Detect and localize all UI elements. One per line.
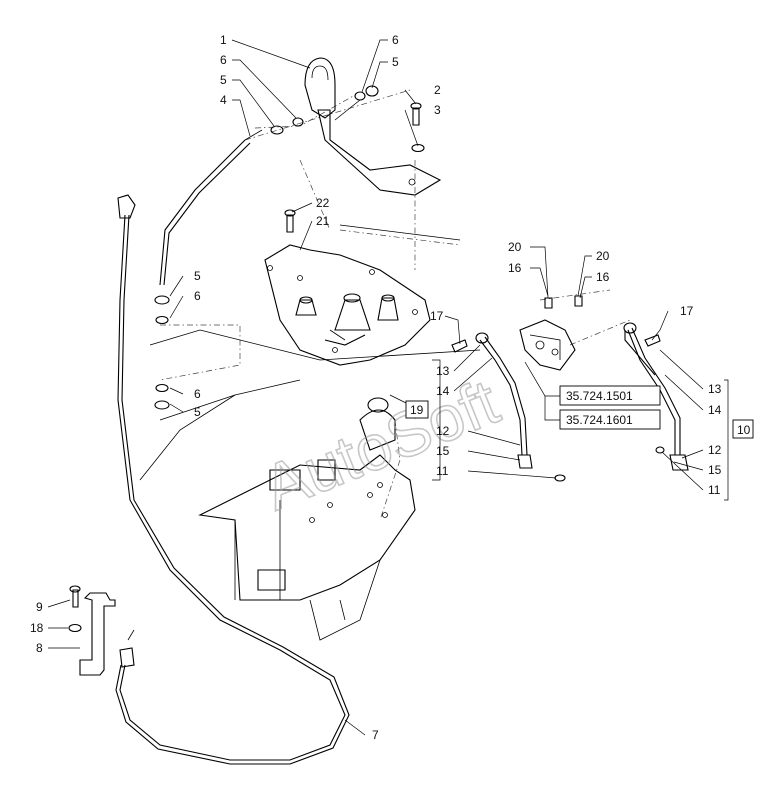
callout-14: 14 bbox=[708, 403, 722, 417]
callout-5: 5 bbox=[194, 269, 201, 283]
callout-15: 15 bbox=[436, 444, 450, 458]
control-rod bbox=[154, 129, 263, 410]
callout-6: 6 bbox=[392, 33, 399, 47]
cab-floor-outline bbox=[139, 224, 481, 481]
callout-15: 15 bbox=[708, 463, 722, 477]
callout-box-19: 19 bbox=[405, 400, 429, 419]
callout-13: 13 bbox=[708, 382, 722, 396]
callout-3: 3 bbox=[434, 103, 441, 117]
callout-16: 16 bbox=[508, 261, 522, 275]
callout-16: 16 bbox=[596, 270, 610, 284]
callout-21: 21 bbox=[316, 214, 330, 228]
callout-5: 5 bbox=[220, 73, 227, 87]
callout-11: 11 bbox=[436, 464, 449, 478]
callout-13: 13 bbox=[436, 364, 450, 378]
callout-4: 4 bbox=[220, 93, 227, 107]
watermark: AutoSoft bbox=[254, 365, 509, 524]
callout-6: 6 bbox=[220, 53, 227, 67]
throttle-cable bbox=[115, 194, 350, 765]
callout-9: 9 bbox=[36, 600, 43, 614]
callout-numbers: 1 6 5 6 5 4 2 3 22 21 5 6 6 5 20 16 20 1… bbox=[30, 33, 722, 742]
callout-12: 12 bbox=[708, 443, 722, 457]
leader-lines bbox=[47, 39, 729, 736]
callout-12: 12 bbox=[436, 424, 450, 438]
ref-label-1501: 35.724.1501 bbox=[566, 389, 633, 403]
callout-18: 18 bbox=[30, 621, 44, 635]
chassis-support bbox=[198, 397, 416, 641]
callout-7: 7 bbox=[372, 728, 379, 742]
callout-2: 2 bbox=[434, 83, 441, 97]
ref-box-1601: 35.724.1601 bbox=[559, 409, 661, 430]
callout-6: 6 bbox=[194, 289, 201, 303]
callout-10: 10 bbox=[737, 423, 751, 437]
hose-left bbox=[451, 332, 566, 482]
callout-22: 22 bbox=[316, 196, 330, 210]
callout-19: 19 bbox=[410, 403, 424, 417]
callout-8: 8 bbox=[36, 641, 43, 655]
callout-14: 14 bbox=[436, 384, 450, 398]
callout-5: 5 bbox=[194, 405, 201, 419]
screw-22 bbox=[284, 209, 296, 233]
ref-box-1501: 35.724.1501 bbox=[559, 385, 661, 406]
callout-6: 6 bbox=[194, 387, 201, 401]
callout-20: 20 bbox=[508, 240, 522, 254]
lever-bracket-part bbox=[304, 57, 442, 196]
callout-17: 17 bbox=[680, 304, 694, 318]
callout-17: 17 bbox=[430, 309, 444, 323]
valve-assembly bbox=[519, 295, 583, 371]
ref-label-1601: 35.724.1601 bbox=[566, 413, 633, 427]
top-fasteners bbox=[270, 85, 425, 153]
callout-5: 5 bbox=[392, 55, 399, 69]
callout-11: 11 bbox=[708, 483, 721, 497]
callout-1: 1 bbox=[220, 33, 227, 47]
bottom-bracket bbox=[68, 585, 116, 676]
callout-box-10: 10 bbox=[732, 419, 754, 439]
callout-20: 20 bbox=[596, 249, 610, 263]
mounting-plate bbox=[264, 244, 431, 366]
